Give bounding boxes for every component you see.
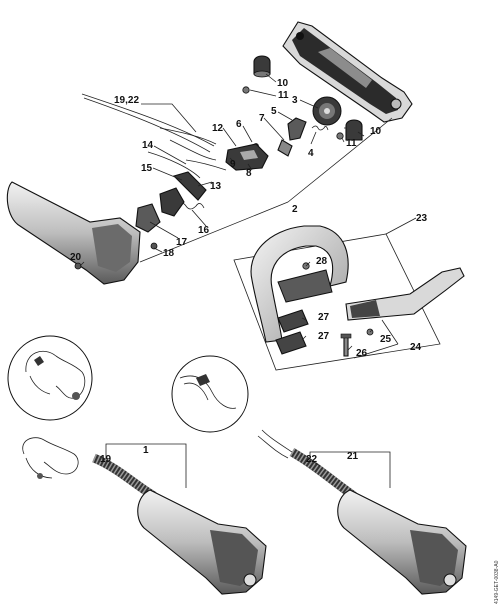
- callout-25: 25: [380, 334, 392, 345]
- callout-19: 19: [100, 454, 112, 465]
- callout-12: 12: [212, 123, 224, 134]
- callout-11-lower: 11: [346, 138, 357, 149]
- callout-18: 18: [163, 248, 175, 259]
- clamp-plate-part-27-lower: [275, 331, 307, 355]
- gear-wheel-part-3: [312, 96, 342, 126]
- handle-half-shell: [282, 21, 413, 123]
- callout-5: 5: [271, 106, 277, 117]
- callout-10-upper: 10: [277, 78, 289, 89]
- cable-assembly-part-19-22: [81, 93, 217, 161]
- callout-14: 14: [142, 140, 154, 151]
- clamp-part-10-upper: [253, 55, 271, 78]
- callout-21: 21: [347, 451, 359, 462]
- switch-block-part-8: [225, 143, 269, 171]
- detail-circle-left: [7, 335, 93, 421]
- control-handle-housing: [6, 181, 141, 285]
- control-handle-assembly-right: [257, 429, 467, 595]
- bracket-assembly-1: [105, 443, 187, 488]
- clamp-part-10-lower: [345, 119, 363, 141]
- lever-part-5: [287, 117, 307, 141]
- cable-loop-left: [22, 437, 79, 479]
- screw-part-11-lower: [336, 132, 344, 140]
- trigger-part-13: [172, 171, 207, 201]
- callout-11-upper: 11: [278, 90, 289, 101]
- callout-6: 6: [236, 119, 242, 130]
- bolt-part-26: [340, 333, 352, 357]
- callout-10-lower: 10: [370, 126, 382, 137]
- screw-part-20: [74, 262, 82, 270]
- pin-part-7: [277, 139, 293, 157]
- callout-3: 3: [292, 95, 298, 106]
- screw-part-18: [150, 242, 158, 250]
- button-part-17: [135, 203, 161, 233]
- callout-28: 28: [316, 256, 328, 267]
- callout-22: 22: [306, 454, 318, 465]
- barrier-bar-part-24: [345, 267, 465, 321]
- callout-7: 7: [259, 113, 265, 124]
- control-handle-assembly-left: [92, 453, 267, 595]
- callout-15: 15: [141, 163, 153, 174]
- cable-part-9: [185, 159, 227, 171]
- detail-circle-right: [171, 355, 249, 433]
- callout-4: 4: [308, 148, 314, 159]
- callout-16: 16: [198, 225, 210, 236]
- bracket-assembly-21: [309, 451, 391, 488]
- callout-1: 1: [143, 445, 149, 456]
- callout-20: 20: [70, 252, 82, 263]
- callout-labels: 19,22 10 11 3 5 6 7 12 4 10 11 8 9 14 15…: [70, 78, 428, 465]
- callout-13: 13: [210, 181, 222, 192]
- callout-9: 9: [230, 159, 236, 170]
- spring-part-4: [311, 125, 329, 131]
- cable-part-14: [147, 151, 201, 179]
- screw-part-11-upper: [242, 86, 250, 94]
- callout-27-lower: 27: [318, 331, 330, 342]
- callout-17: 17: [176, 237, 188, 248]
- lockout-lever-part-15: [159, 187, 185, 217]
- callout-8: 8: [246, 168, 252, 179]
- callout-19-22: 19,22: [114, 95, 139, 106]
- callout-23: 23: [416, 213, 428, 224]
- callout-2: 2: [292, 204, 298, 215]
- reference-code: 4149-GET-0038-A0: [494, 560, 500, 604]
- callout-27-upper: 27: [318, 312, 330, 323]
- callout-24: 24: [410, 342, 422, 353]
- callout-26: 26: [356, 348, 368, 359]
- leader-lines: [79, 73, 417, 467]
- clamp-plate-part-27-upper: [277, 309, 309, 333]
